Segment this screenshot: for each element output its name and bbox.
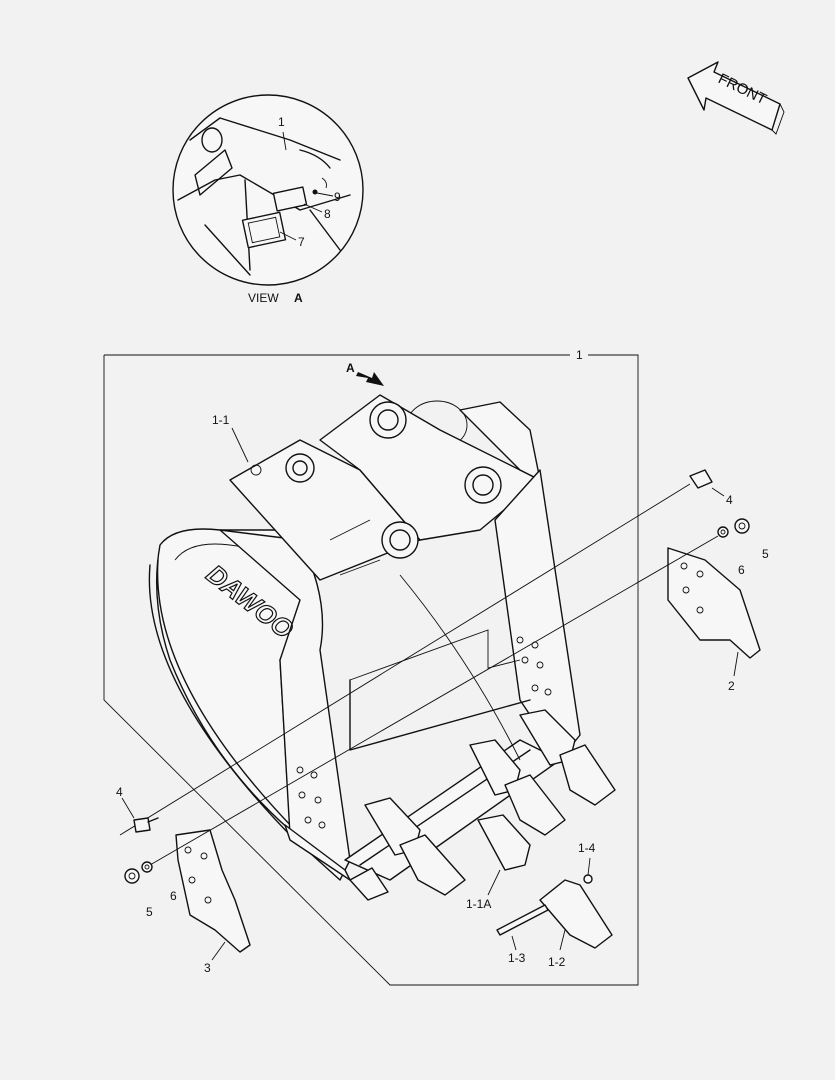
callout-5-right: 5 xyxy=(762,547,769,561)
callout-7: 7 xyxy=(298,235,305,249)
callout-1-view: 1 xyxy=(278,115,285,129)
callout-2: 2 xyxy=(728,679,735,693)
arrow-letter: A xyxy=(346,361,355,375)
callout-4-right: 4 xyxy=(726,493,733,507)
hardware xyxy=(119,469,750,884)
view-letter: A xyxy=(294,291,303,305)
callout-1-main: 1 xyxy=(576,348,583,362)
bucket-teeth xyxy=(349,709,616,949)
callout-5-left: 5 xyxy=(146,905,153,919)
side-cutter-3 xyxy=(175,829,251,953)
callout-1-1: 1-1 xyxy=(212,413,230,427)
callout-1-4: 1-4 xyxy=(578,841,596,855)
assembly-boundary: 1 xyxy=(103,348,639,986)
front-arrow: FRONT xyxy=(687,61,785,135)
callouts: 1-1 4 5 6 2 4 5 6 3 1-1A 1-3 1-2 1-4 xyxy=(116,413,769,975)
callout-3: 3 xyxy=(204,961,211,975)
callout-4-left: 4 xyxy=(116,785,123,799)
callout-1-3: 1-3 xyxy=(508,951,526,965)
view-caption: VIEW xyxy=(248,291,279,305)
view-a-detail: 1 9 8 7 VIEW A xyxy=(172,94,364,305)
side-cutter-2 xyxy=(667,547,761,659)
callout-9: 9 xyxy=(334,190,341,204)
callout-1-2: 1-2 xyxy=(548,955,566,969)
callout-1-1a: 1-1A xyxy=(466,897,491,911)
callout-6-left: 6 xyxy=(170,889,177,903)
callout-8: 8 xyxy=(324,207,331,221)
callout-6-right: 6 xyxy=(738,563,745,577)
